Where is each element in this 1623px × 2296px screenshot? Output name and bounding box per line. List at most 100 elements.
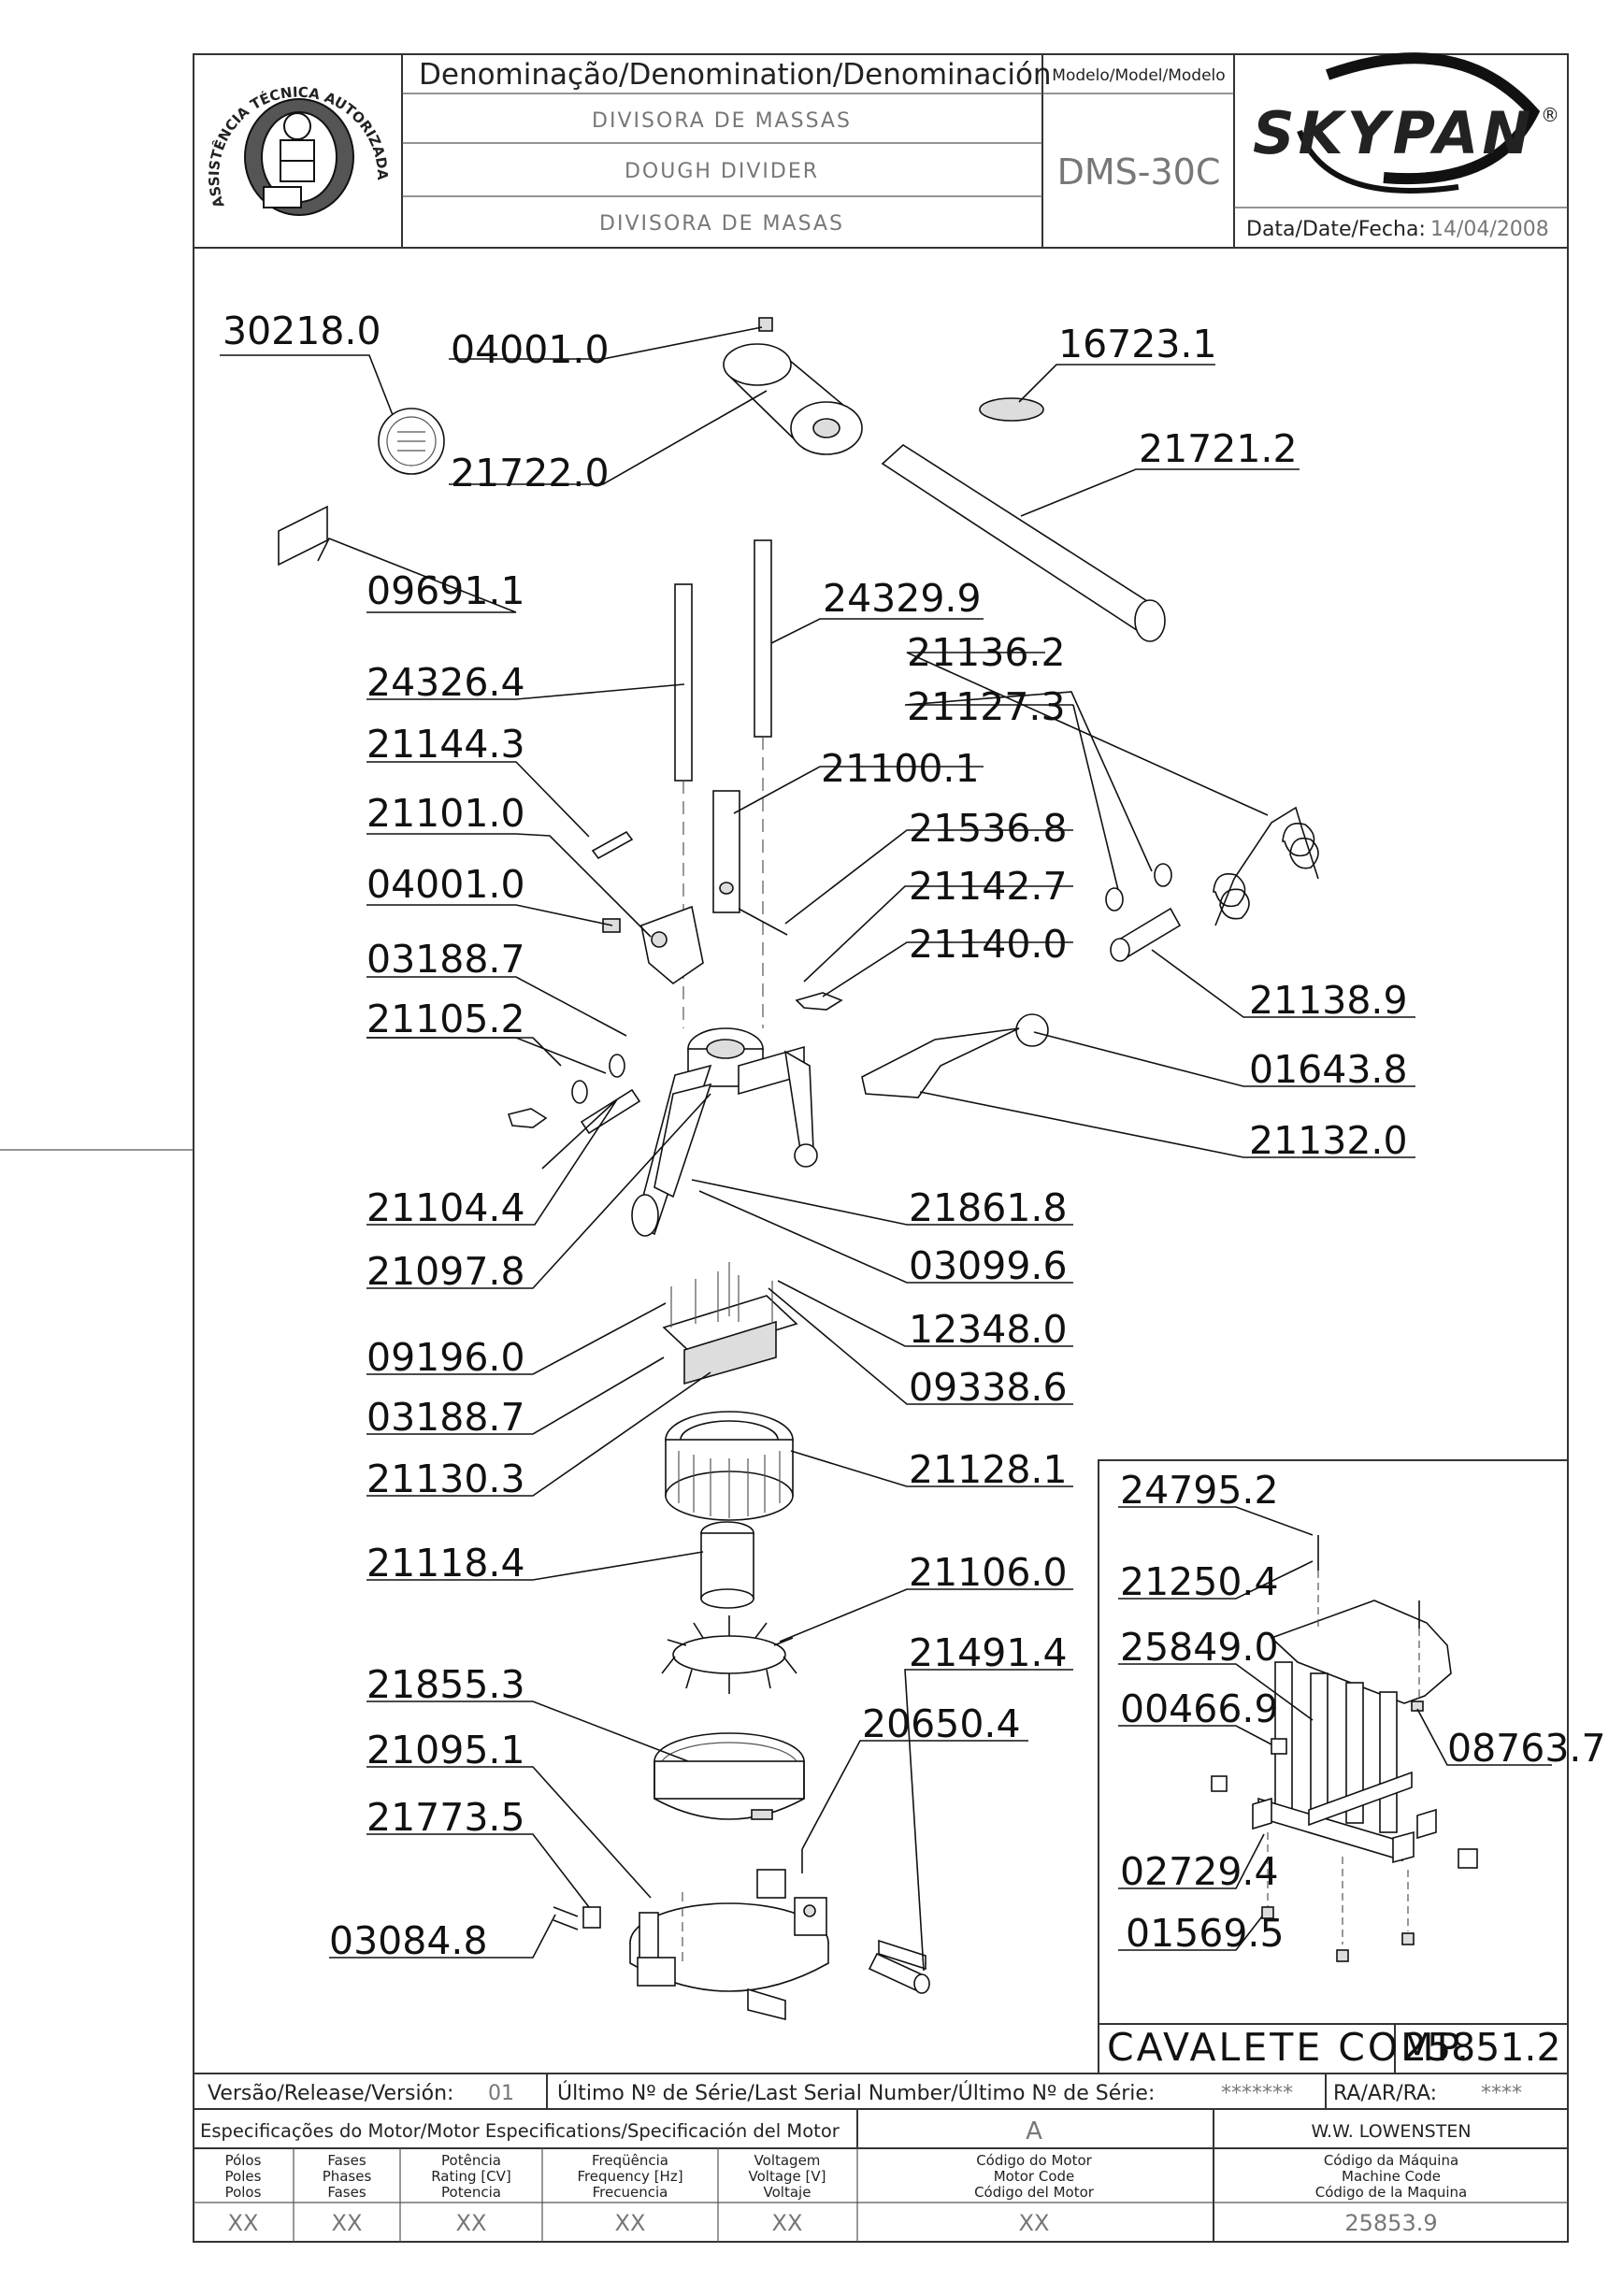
title-block-footer: Versão/Release/Versión: 01 Último Nº de … [194, 2073, 1568, 2242]
rating-pt: Potência [441, 2152, 501, 2169]
model-title: Modelo/Model/Modelo [1052, 66, 1225, 85]
brand-name: SKYPAN [1253, 99, 1534, 167]
stand-part-label-08763-7: 08763.7 [1447, 1726, 1606, 1771]
voltage-pt: Voltagem [754, 2152, 821, 2169]
part-label-21142-7: 21142.7 [909, 864, 1068, 909]
part-label-24329-9: 24329.9 [823, 576, 982, 621]
drawing-frame [0, 53, 1569, 2243]
part-label-21118-4: 21118.4 [366, 1541, 525, 1586]
part-label-21105-2: 21105.2 [366, 997, 525, 1041]
phases-es: Fases [327, 2184, 366, 2201]
motor-code-es: Código del Motor [974, 2184, 1095, 2201]
part-label-16723-1: 16723.1 [1058, 322, 1217, 366]
motor-code-value: XX [1019, 2210, 1050, 2236]
stand-part-label-25849-0: 25849.0 [1120, 1625, 1279, 1670]
part-label-21140-0: 21140.0 [909, 922, 1068, 967]
stand-part-label-02729-4: 02729.4 [1120, 1849, 1279, 1894]
name-english: DOUGH DIVIDER [625, 160, 819, 183]
frequency-es: Frecuencia [593, 2184, 668, 2201]
stand-part-label-01569-5: 01569.5 [1126, 1911, 1285, 1956]
ra-label: RA/AR/RA: [1333, 2082, 1437, 2105]
part-label-21144-3: 21144.3 [366, 722, 525, 767]
part-label-21097-8: 21097.8 [366, 1249, 525, 1294]
part-label-21773-5: 21773.5 [366, 1795, 525, 1840]
part-label-21106-0: 21106.0 [909, 1550, 1068, 1595]
part-label-04001-0: 04001.0 [366, 862, 525, 907]
company-name: W.W. LOWENSTEN [1311, 2121, 1471, 2142]
motor-spec-value: A [1026, 2117, 1042, 2145]
part-label-09338-6: 09338.6 [909, 1365, 1068, 1410]
machine-code-en: Machine Code [1342, 2168, 1441, 2185]
part-label-21101-0: 21101.0 [366, 791, 525, 836]
part-label-21100-1: 21100.1 [821, 746, 980, 791]
version-value: 01 [488, 2082, 514, 2105]
poles-pt: Pólos [225, 2152, 262, 2169]
part-label-21536-8: 21536.8 [909, 806, 1068, 851]
part-label-21491-4: 21491.4 [909, 1630, 1068, 1675]
stand-part-label-24795-2: 24795.2 [1120, 1468, 1279, 1513]
machine-code-es: Código de la Maquina [1315, 2184, 1467, 2201]
part-label-21138-9: 21138.9 [1249, 978, 1408, 1023]
part-illustrations [278, 317, 1319, 2021]
part-label-09196-0: 09196.0 [366, 1335, 525, 1380]
phases-value: XX [332, 2210, 363, 2236]
part-label-09691-1: 09691.1 [366, 568, 525, 613]
voltage-value: XX [772, 2210, 803, 2236]
motor-code-pt: Código do Motor [976, 2152, 1092, 2169]
frequency-en: Frequency [Hz] [577, 2168, 682, 2185]
part-label-12348-0: 12348.0 [909, 1307, 1068, 1352]
part-label-30218-0: 30218.0 [223, 309, 381, 353]
ra-value: **** [1481, 2082, 1522, 2105]
motor-code-en: Motor Code [994, 2168, 1075, 2185]
part-label-21130-3: 21130.3 [366, 1457, 525, 1501]
stand-code: 25851.2 [1402, 2025, 1561, 2070]
rating-en: Rating [CV] [431, 2168, 511, 2185]
rating-es: Potencia [441, 2184, 501, 2201]
title-block-header: ASSISTÊNCIA TÉCNICA AUTORIZADA Denominaç… [194, 52, 1568, 249]
serial-label: Último Nº de Série/Last Serial Number/Úl… [557, 2081, 1155, 2105]
part-label-20650-4: 20650.4 [862, 1701, 1021, 1746]
part-label-21132-0: 21132.0 [1249, 1118, 1408, 1163]
part-label-01643-8: 01643.8 [1249, 1047, 1408, 1092]
machine-code-value: 25853.9 [1344, 2210, 1437, 2236]
part-label-21722-0: 21722.0 [451, 451, 610, 495]
frequency-value: XX [615, 2210, 646, 2236]
phases-en: Phases [323, 2168, 372, 2185]
part-label-21861-8: 21861.8 [909, 1185, 1068, 1230]
stand-detail: 24795.2 21250.4 25849.0 00466.9 08763.7 … [1098, 1459, 1606, 2074]
leader-lines [220, 326, 1415, 1972]
voltage-es: Voltaje [764, 2184, 812, 2201]
part-label-21136-2: 21136.2 [907, 630, 1066, 675]
version-label: Versão/Release/Versión: [208, 2082, 453, 2105]
part-label-21128-1: 21128.1 [909, 1447, 1068, 1492]
date-label: Data/Date/Fecha: [1246, 218, 1426, 241]
part-label-21855-3: 21855.3 [366, 1662, 525, 1707]
part-label-03099-6: 03099.6 [909, 1243, 1068, 1288]
part-label-21127-3: 21127.3 [907, 684, 1066, 729]
name-spanish: DIVISORA DE MASAS [599, 212, 844, 236]
part-label-21104-4: 21104.4 [366, 1185, 525, 1230]
rating-value: XX [456, 2210, 487, 2236]
poles-en: Poles [225, 2168, 262, 2185]
poles-es: Polos [225, 2184, 262, 2201]
part-label-03188-7-top: 03188.7 [366, 937, 525, 982]
frequency-pt: Freqüência [592, 2152, 668, 2169]
model-value: DMS-30C [1057, 151, 1221, 193]
name-portuguese: DIVISORA DE MASSAS [592, 109, 852, 133]
voltage-en: Voltage [V] [749, 2168, 826, 2185]
part-number-labels: 30218.0 04001.0 16723.1 21722.0 21721.2 … [223, 309, 1408, 1963]
part-label-21095-1: 21095.1 [366, 1728, 525, 1772]
part-label-24326-4: 24326.4 [366, 660, 525, 705]
part-label-21721-2: 21721.2 [1139, 426, 1298, 471]
poles-value: XX [228, 2210, 259, 2236]
brand-logo: SKYPAN ® [1253, 52, 1559, 194]
part-label-03084-8: 03084.8 [329, 1918, 488, 1963]
brand-registered-mark: ® [1541, 104, 1559, 126]
serial-value: ******* [1221, 2082, 1293, 2105]
part-label-03188-7: 03188.7 [366, 1395, 525, 1440]
part-label-04001-0-top: 04001.0 [451, 327, 610, 372]
phases-pt: Fases [327, 2152, 366, 2169]
machine-code-pt: Código da Máquina [1324, 2152, 1458, 2169]
motor-spec-label: Especificações do Motor/Motor Especifica… [200, 2120, 840, 2142]
